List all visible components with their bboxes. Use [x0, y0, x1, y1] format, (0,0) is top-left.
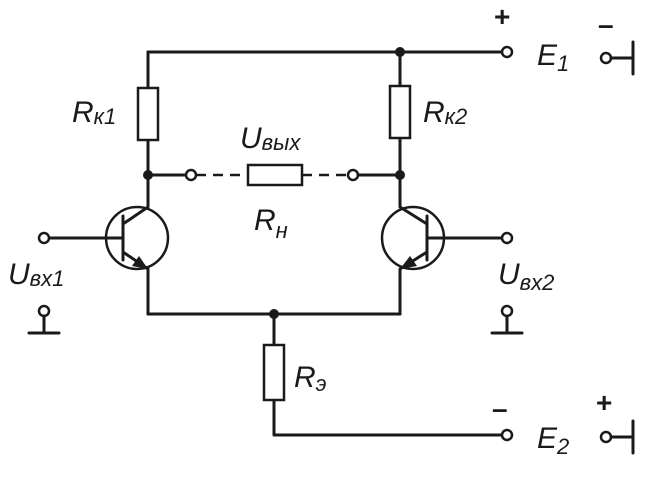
uout-terminal-left — [184, 168, 198, 182]
uin1-terminal — [37, 231, 51, 245]
e2-minus-sign: – — [492, 393, 508, 424]
e2-label: E2 — [537, 422, 569, 459]
uin2-terminal — [500, 231, 514, 245]
e2-terminal — [500, 428, 514, 442]
transistor2-collector-lead — [398, 173, 429, 226]
re-resistor — [262, 343, 286, 402]
transistor2-emitter-arrow — [400, 256, 417, 269]
uin2-label: Uвх2 — [498, 258, 554, 295]
rk1-label: Rк1 — [72, 96, 116, 129]
e1-source-plate — [609, 40, 635, 76]
transistor1-emitter-arrow — [132, 256, 148, 269]
rk1-resistor — [136, 86, 160, 142]
re-wire — [272, 312, 505, 437]
e2-source-plate — [609, 419, 635, 455]
e1-minus-sign: – — [598, 9, 614, 40]
e1-label: E1 — [537, 39, 569, 76]
uin1-ground-symbol — [27, 314, 61, 335]
transistor1-collector-lead — [121, 173, 150, 226]
re-label: Rэ — [294, 361, 327, 396]
e1-plus-sign: + — [494, 1, 510, 32]
rn-label: Rн — [254, 204, 288, 243]
rk2-label: Rк2 — [423, 96, 467, 129]
e1-terminal — [500, 45, 514, 59]
e2-plus-sign: + — [596, 387, 612, 418]
uin2-ground-symbol — [490, 314, 524, 335]
uin1-label: Uвх1 — [8, 258, 64, 291]
uout-label: Uвых — [240, 122, 301, 155]
rn-resistor — [246, 163, 304, 187]
rk2-resistor — [388, 84, 412, 140]
